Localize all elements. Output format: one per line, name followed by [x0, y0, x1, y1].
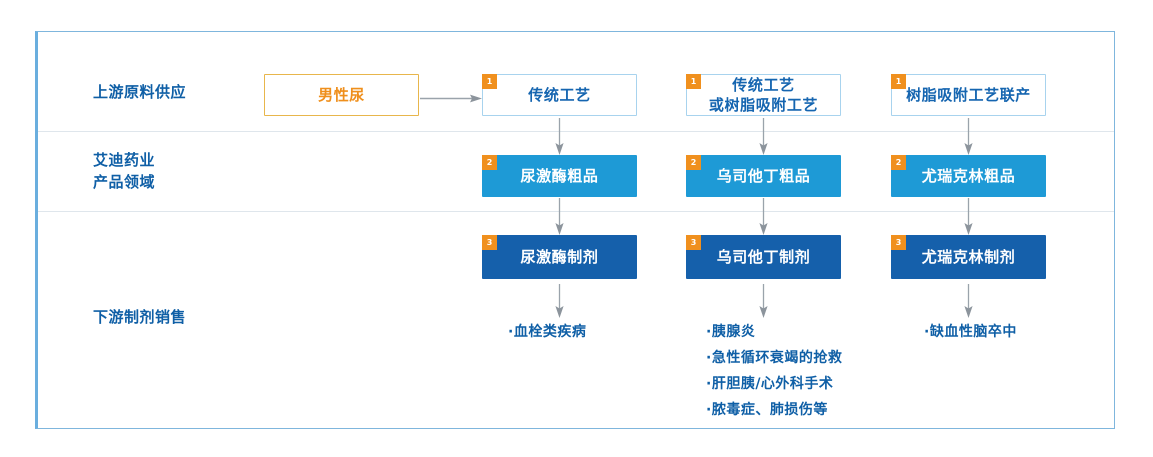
prep-box-col3[interactable]: 3 尤瑞克林制剂 — [891, 235, 1046, 279]
badge-number-col2-crude: 2 — [686, 155, 701, 170]
arrow-down-icon-col2-b — [758, 198, 769, 235]
crude-box-col3-label: 尤瑞克林粗品 — [921, 166, 1016, 185]
badge-number-col1-crude: 2 — [482, 155, 497, 170]
process-box-col3-label: 树脂吸附工艺联产 — [906, 85, 1031, 104]
badge-number-col2-prep: 3 — [686, 235, 701, 250]
process-box-col2[interactable]: 1 传统工艺 或树脂吸附工艺 — [686, 74, 841, 116]
badge-number-col2-process: 1 — [686, 74, 701, 89]
outcome-item: ·缺血性脑卒中 — [924, 324, 1017, 340]
outcome-list-col2: ·胰腺炎 ·急性循环衰竭的抢救 ·肝胆胰/心外科手术 ·脓毒症、肺损伤等 — [706, 320, 842, 424]
badge-number-col1-prep: 3 — [482, 235, 497, 250]
prep-box-col3-label: 尤瑞克林制剂 — [921, 247, 1016, 266]
arrow-down-icon-col3-a — [963, 118, 974, 155]
arrow-down-icon-col1-b — [554, 198, 565, 235]
process-box-col1[interactable]: 1 传统工艺 — [482, 74, 637, 116]
crude-box-col1[interactable]: 2 尿激酶粗品 — [482, 155, 637, 197]
prep-box-col1-label: 尿激酶制剂 — [520, 247, 599, 266]
row-label-downstream: 下游制剂销售 — [93, 308, 187, 326]
badge-number-col3-process: 1 — [891, 74, 906, 89]
process-box-col3[interactable]: 1 树脂吸附工艺联产 — [891, 74, 1046, 116]
crude-box-col2[interactable]: 2 乌司他丁粗品 — [686, 155, 841, 197]
crude-box-col2-label: 乌司他丁粗品 — [716, 166, 811, 185]
diagram-frame: 上游原料供应 艾迪药业 产品领域 下游制剂销售 男性尿 1 传统工艺 2 尿激酶… — [35, 31, 1115, 429]
badge-number-col1-process: 1 — [482, 74, 497, 89]
process-box-col1-label: 传统工艺 — [528, 85, 591, 104]
arrow-down-icon-col1-a — [554, 118, 565, 155]
row-divider-2 — [38, 211, 1114, 212]
crude-box-col1-label: 尿激酶粗品 — [520, 166, 599, 185]
process-box-col2-label: 传统工艺 或树脂吸附工艺 — [708, 75, 819, 114]
row-divider-1 — [38, 131, 1114, 132]
outcome-item: ·胰腺炎 — [706, 324, 756, 340]
outcome-item: ·急性循环衰竭的抢救 — [706, 349, 843, 366]
prep-box-col2[interactable]: 3 乌司他丁制剂 — [686, 235, 841, 279]
source-box-label: 男性尿 — [318, 85, 365, 104]
outcome-list-col3: ·缺血性脑卒中 — [924, 320, 1017, 346]
badge-number-col3-crude: 2 — [891, 155, 906, 170]
arrow-down-icon-col2-a — [758, 118, 769, 155]
outcome-item: ·血栓类疾病 — [508, 324, 587, 340]
arrow-down-icon-col1-c — [554, 284, 565, 318]
row-label-upstream: 上游原料供应 — [93, 83, 187, 101]
arrow-right-icon — [420, 89, 482, 103]
arrow-down-icon-col3-b — [963, 198, 974, 235]
prep-box-col1[interactable]: 3 尿激酶制剂 — [482, 235, 637, 279]
prep-box-col2-label: 乌司他丁制剂 — [716, 247, 811, 266]
outcome-item: ·脓毒症、肺损伤等 — [706, 401, 828, 418]
row-label-company: 艾迪药业 产品领域 — [93, 151, 156, 191]
arrow-down-icon-col3-c — [963, 284, 974, 318]
badge-number-col3-prep: 3 — [891, 235, 906, 250]
outcome-item: ·肝胆胰/心外科手术 — [706, 375, 834, 392]
arrow-down-icon-col2-c — [758, 284, 769, 318]
source-box-male-urine[interactable]: 男性尿 — [264, 74, 419, 116]
crude-box-col3[interactable]: 2 尤瑞克林粗品 — [891, 155, 1046, 197]
outcome-list-col1: ·血栓类疾病 — [508, 320, 586, 346]
